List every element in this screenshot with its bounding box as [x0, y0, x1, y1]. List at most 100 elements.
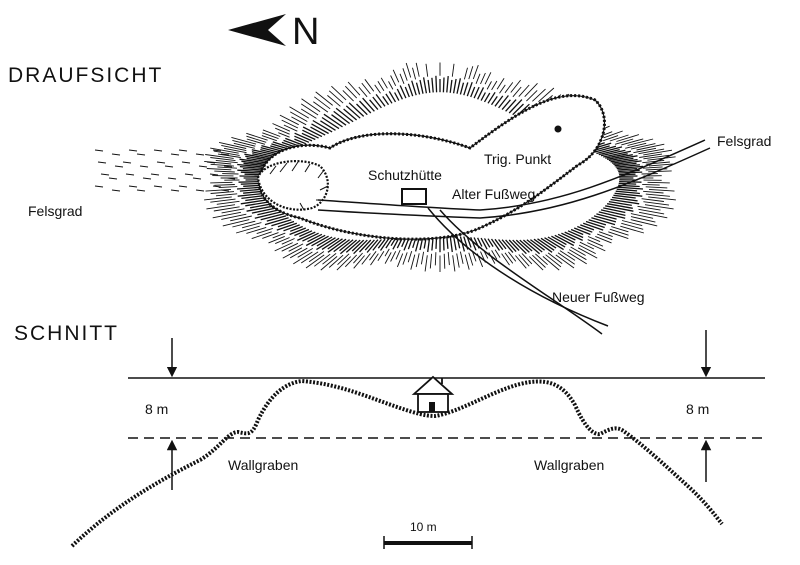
hachure-stroke	[468, 66, 474, 80]
hachure-stroke	[261, 135, 277, 142]
hachure-stroke	[212, 211, 241, 219]
hachure-stroke	[530, 239, 545, 251]
hachure-stroke	[150, 173, 160, 176]
hachure-stroke	[577, 247, 598, 259]
hachure-stroke	[353, 252, 363, 264]
hachure-stroke	[613, 160, 642, 166]
hachure-stroke	[477, 87, 485, 100]
hachure-stroke	[192, 177, 202, 180]
hachure-stroke	[339, 239, 358, 255]
neuer-fussweg-path	[427, 207, 609, 335]
schutzhuette-label: Schutzhütte	[368, 167, 442, 183]
hachure-stroke	[415, 253, 420, 268]
hachure-stroke	[512, 239, 527, 255]
hachure-stroke	[377, 251, 385, 261]
hachure-stroke	[643, 201, 670, 206]
hachure-stroke	[209, 173, 219, 176]
hachure-stroke	[645, 186, 668, 189]
hachure-stroke	[342, 90, 354, 102]
hachure-stroke	[246, 132, 268, 141]
trig-point-marker	[554, 125, 562, 133]
hachure-stroke	[275, 127, 290, 135]
hachure-stroke	[568, 249, 587, 261]
hachure-stroke	[237, 192, 266, 197]
hachure-stroke	[399, 85, 407, 99]
hachure-stroke	[289, 111, 308, 122]
hachure-stroke	[239, 165, 264, 170]
hachure-stroke	[294, 228, 310, 237]
hachure-stroke	[447, 252, 450, 266]
hachure-stroke	[554, 234, 575, 247]
hachure-stroke	[316, 237, 336, 251]
hachure-stroke	[220, 189, 230, 192]
hachure-stroke	[321, 116, 340, 130]
hachure-stroke	[597, 233, 613, 241]
hachure-stroke	[108, 177, 118, 180]
hachure-stroke	[486, 81, 492, 90]
hachure-stroke	[470, 236, 477, 251]
hachure-stroke	[621, 220, 643, 227]
hachure-stroke	[262, 232, 279, 239]
hachure-stroke	[435, 75, 438, 93]
hachure-stroke	[600, 149, 626, 157]
hachure-stroke	[537, 238, 555, 251]
hachure-stroke	[307, 233, 323, 243]
hachure-stroke	[449, 79, 453, 93]
hachure-stroke	[567, 251, 587, 265]
hachure-stroke	[302, 129, 319, 139]
hachure-stroke	[522, 239, 541, 255]
hachure-stroke	[504, 82, 514, 94]
hachure-stroke	[434, 252, 437, 266]
hachure-stroke	[178, 185, 188, 188]
hachure-stroke	[237, 169, 262, 173]
hachure-stroke	[233, 142, 255, 149]
hachure-stroke	[312, 119, 333, 133]
hachure-stroke	[240, 198, 270, 205]
hachure-stroke	[320, 120, 336, 131]
hachure-stroke	[446, 76, 449, 93]
hachure-stroke	[331, 114, 347, 126]
hachure-stroke	[94, 185, 104, 188]
hachure-stroke	[220, 153, 230, 156]
hachure-stroke	[215, 193, 238, 197]
hachure-stroke	[213, 206, 240, 212]
left-knoll	[256, 160, 329, 211]
hachure-stroke	[494, 238, 504, 251]
hachure-stroke	[564, 231, 583, 241]
hachure-stroke	[299, 230, 313, 238]
hachure-stroke	[369, 99, 379, 111]
hachure-stroke	[232, 220, 256, 228]
hachure-stroke	[598, 211, 626, 219]
hachure-stroke	[621, 222, 644, 230]
hachure-stroke	[480, 72, 486, 85]
hachure-stroke	[449, 235, 453, 253]
hachure-stroke	[221, 208, 245, 214]
hachure-stroke	[238, 180, 261, 183]
hachure-stroke	[215, 159, 238, 164]
hachure-stroke	[394, 92, 400, 101]
hachure-stroke	[364, 239, 375, 251]
hachure-stroke	[390, 238, 397, 247]
hachure-stroke	[382, 96, 390, 106]
hachure-stroke	[297, 248, 314, 258]
hachure-stroke	[505, 239, 517, 253]
hachure-stroke	[636, 143, 665, 151]
hachure-stroke	[422, 77, 428, 94]
hachure-stroke	[210, 163, 235, 167]
hachure-stroke	[315, 91, 333, 106]
hachure-stroke	[412, 67, 417, 80]
scale-label: 10 m	[410, 520, 437, 534]
hachure-stroke	[491, 250, 498, 260]
hachure-stroke	[468, 252, 474, 266]
hachure-stroke	[480, 92, 486, 101]
alter-fussweg-label: Alter Fußweg	[452, 186, 535, 202]
hachure-stroke	[344, 254, 358, 268]
hachure-stroke	[395, 249, 401, 260]
hachure-stroke	[223, 165, 233, 168]
hachure-stroke	[614, 192, 643, 197]
hachure-stroke	[521, 253, 533, 265]
hachure-stroke	[170, 189, 180, 192]
hachure-stroke	[245, 155, 272, 162]
hachure-stroke	[217, 166, 238, 169]
hachure-stroke	[327, 95, 341, 107]
